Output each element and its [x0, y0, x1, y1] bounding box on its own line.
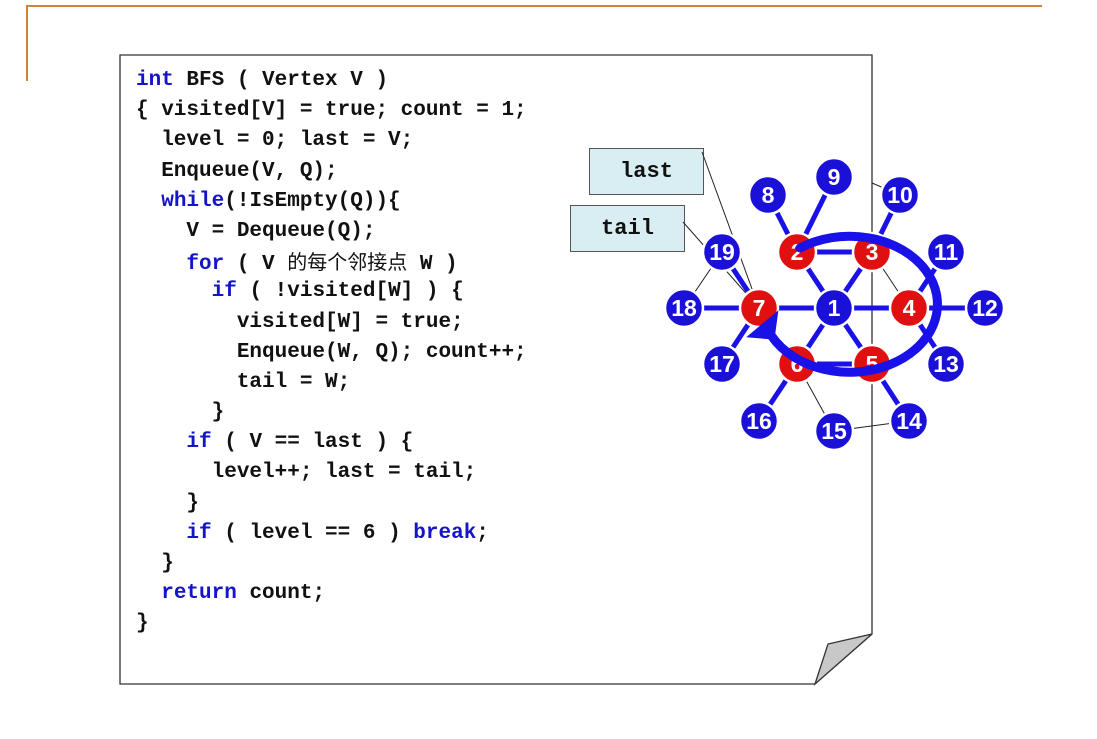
code-text: ( V — [224, 253, 288, 277]
arrow-head-icon — [746, 310, 779, 340]
node-label: 12 — [972, 295, 998, 321]
node-label: 19 — [709, 239, 735, 265]
graph-node — [964, 287, 1006, 329]
node-label: 15 — [821, 418, 847, 444]
code-line: if ( level == 6 ) break; — [136, 519, 527, 549]
bfs-code-listing: int BFS ( Vertex V ) { visited[V] = true;… — [136, 66, 527, 640]
code-line: while(!IsEmpty(Q)){ — [136, 187, 527, 217]
code-text: tail = W; — [136, 370, 351, 394]
code-keyword: return — [161, 582, 237, 606]
graph-node — [663, 287, 705, 329]
page-curl — [813, 633, 873, 687]
node-label: 3 — [866, 239, 879, 265]
graph-node — [888, 287, 930, 329]
node-label: 8 — [762, 182, 775, 208]
code-line: if ( V == last ) { — [136, 428, 527, 458]
code-text: count; — [236, 582, 326, 606]
graph-node — [813, 156, 855, 198]
slide-top-rule — [26, 5, 1042, 7]
code-text: ( !visited[W] ) { — [236, 280, 464, 304]
node-label: 10 — [887, 182, 913, 208]
node-label: 16 — [746, 408, 772, 434]
code-text: level = 0; last = V; — [136, 129, 414, 153]
code-line: } — [136, 549, 527, 579]
code-line: } — [136, 489, 527, 519]
code-keyword: break — [413, 521, 477, 545]
code-line: if ( !visited[W] ) { — [136, 277, 527, 307]
code-text: W ) — [407, 253, 458, 277]
code-keyword: while — [161, 189, 225, 213]
code-line: Enqueue(W, Q); count++; — [136, 338, 527, 368]
code-text: ( V == last ) { — [211, 431, 414, 455]
code-keyword: int — [136, 69, 174, 92]
node-label: 1 — [828, 295, 841, 321]
code-line: level++; last = tail; — [136, 458, 527, 488]
code-text: ; — [476, 521, 489, 545]
node-label: 11 — [934, 239, 959, 265]
graph-node — [701, 231, 743, 273]
code-line: return count; — [136, 579, 527, 609]
code-text: V = Dequeue(Q); — [136, 219, 376, 243]
code-text: } — [136, 491, 200, 515]
code-text: visited[W] = true; — [136, 310, 464, 334]
code-line: level = 0; last = V; — [136, 126, 527, 156]
code-text: } — [136, 401, 225, 425]
graph-node — [813, 410, 855, 452]
code-text: Enqueue(V, Q); — [136, 159, 338, 183]
node-label: 4 — [903, 295, 916, 321]
node-label: 7 — [753, 295, 766, 321]
code-chinese-text: 的每个邻接点 — [287, 250, 408, 275]
node-label: 9 — [828, 164, 841, 190]
code-line: tail = W; — [136, 368, 527, 398]
code-line: } — [136, 398, 527, 428]
code-line: for ( V 的每个邻接点 W ) — [136, 247, 527, 277]
slide-left-rule — [26, 5, 28, 81]
code-keyword: for — [186, 253, 225, 277]
code-line: Enqueue(V, Q); — [136, 157, 527, 187]
code-keyword: if — [186, 521, 212, 545]
node-label: 14 — [896, 408, 922, 434]
code-line: visited[W] = true; — [136, 308, 527, 338]
graph-node — [738, 400, 780, 442]
graph-node — [879, 174, 921, 216]
code-text: Enqueue(W, Q); count++; — [136, 340, 527, 364]
last-label: last — [589, 148, 704, 195]
code-line: } — [136, 609, 527, 639]
node-label: 17 — [709, 351, 735, 377]
code-keyword: if — [211, 280, 237, 304]
code-line: int BFS ( Vertex V ) — [136, 66, 527, 96]
code-text: } — [136, 552, 174, 575]
graph-node — [813, 287, 855, 329]
traversal-arrow — [763, 231, 942, 377]
code-line: V = Dequeue(Q); — [136, 217, 527, 247]
graph-node — [747, 174, 789, 216]
code-keyword: if — [186, 431, 212, 455]
tail-label: tail — [570, 205, 685, 252]
code-text: { visited[V] = true; count = 1; — [136, 99, 527, 123]
code-text: } — [136, 612, 149, 636]
code-text: (!IsEmpty(Q)){ — [224, 189, 401, 213]
pointer-line — [701, 151, 760, 309]
code-text: ( level == 6 ) — [211, 521, 414, 545]
graph-node — [925, 343, 967, 385]
graph-node — [925, 231, 967, 273]
code-text: BFS ( Vertex V ) — [173, 69, 389, 92]
graph-node — [701, 343, 743, 385]
code-text: level++; last = tail; — [136, 461, 477, 485]
code-line: { visited[V] = true; count = 1; — [136, 96, 527, 126]
node-label: 13 — [933, 351, 959, 377]
graph-node — [888, 400, 930, 442]
node-label: 18 — [671, 295, 697, 321]
